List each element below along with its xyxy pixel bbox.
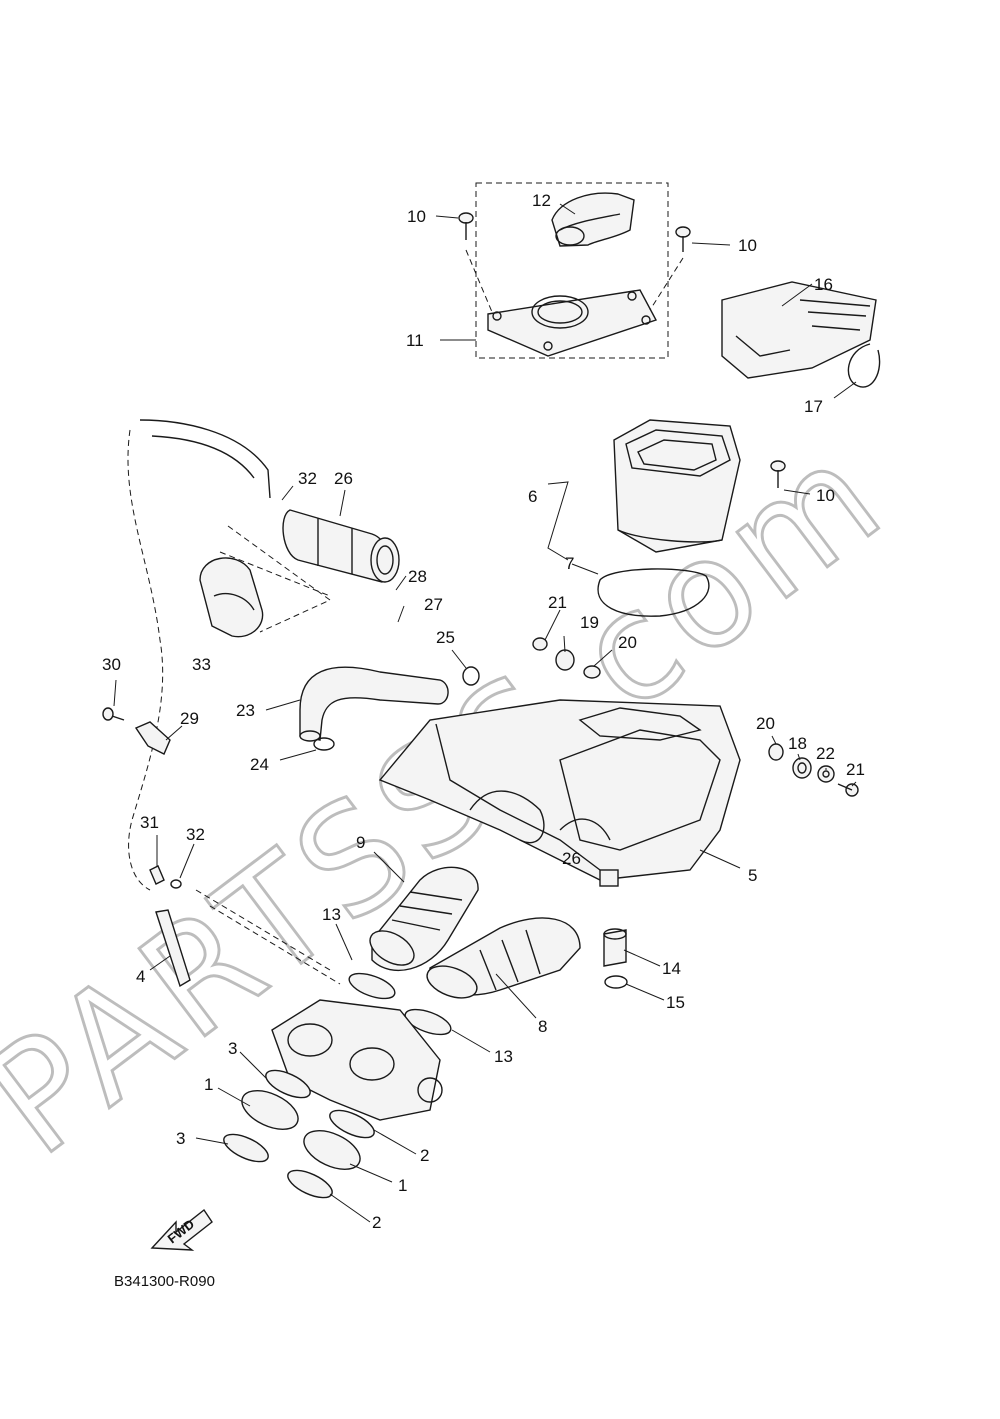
callout-2: 2 (420, 1146, 429, 1165)
callout-13: 13 (494, 1047, 513, 1066)
clip-part-29 (134, 721, 171, 755)
hose-clamp-icon (170, 879, 182, 889)
callout-8: 8 (538, 1017, 547, 1036)
callout-2: 2 (372, 1213, 381, 1232)
callout-32: 32 (186, 825, 205, 844)
screw-icon (770, 460, 786, 488)
screw-icon (458, 212, 474, 240)
callout-labels: 10 12 10 16 11 17 32 26 10 6 7 28 27 21 … (102, 191, 865, 1232)
callout-5: 5 (748, 866, 757, 885)
hose-clamp-icon (313, 666, 480, 751)
hose-clamp-icon (604, 975, 628, 989)
callout-9: 9 (356, 833, 365, 852)
callout-27: 27 (424, 595, 443, 614)
callout-32: 32 (298, 469, 317, 488)
callout-18: 18 (788, 734, 807, 753)
grommet-icon (768, 743, 859, 797)
airbox-body (378, 699, 741, 887)
callout-23: 23 (236, 701, 255, 720)
joint-1 (241, 1090, 361, 1170)
callout-10: 10 (816, 486, 835, 505)
hose-4 (155, 909, 191, 988)
grommet-icon (532, 637, 601, 679)
airbox-lid-group (458, 182, 691, 359)
callout-25: 25 (436, 628, 455, 647)
callout-11: 11 (406, 331, 424, 350)
callout-17: 17 (804, 397, 823, 416)
callout-20: 20 (618, 633, 637, 652)
callout-22: 22 (816, 744, 835, 763)
callout-26: 26 (334, 469, 353, 488)
callout-1: 1 (398, 1176, 407, 1195)
callout-16: 16 (814, 275, 833, 294)
callout-19: 19 (580, 613, 599, 632)
callout-6: 6 (528, 487, 537, 506)
callout-14: 14 (662, 959, 681, 978)
small-hose-31 (149, 865, 165, 885)
callout-28: 28 (408, 567, 427, 586)
cover-part-16 (721, 281, 877, 379)
clamp-2-3 (223, 1069, 375, 1199)
callout-26: 26 (562, 849, 581, 868)
callout-21: 21 (548, 593, 567, 612)
callout-7: 7 (565, 554, 574, 573)
callout-31: 31 (140, 813, 159, 832)
bolt-icon (102, 707, 125, 721)
clamp-13 (348, 972, 452, 1036)
callout-10: 10 (738, 236, 757, 255)
fwd-arrow-icon: FWD (150, 1208, 213, 1251)
callout-24: 24 (250, 755, 269, 774)
filter-element (613, 419, 741, 553)
bracket-33 (199, 557, 264, 638)
callout-1: 1 (204, 1075, 213, 1094)
callout-3: 3 (176, 1129, 185, 1148)
callout-12: 12 (532, 191, 551, 210)
callout-4: 4 (136, 967, 145, 986)
callout-13: 13 (322, 905, 341, 924)
callout-21: 21 (846, 760, 865, 779)
intake-boot-9 (369, 866, 479, 972)
clip-part-17 (847, 343, 881, 388)
intake-boot-8 (426, 917, 581, 999)
callout-20: 20 (756, 714, 775, 733)
callout-29: 29 (180, 709, 199, 728)
seal-ring (597, 568, 710, 617)
canister-26 (282, 509, 400, 583)
diagram-reference-code: B341300-R090 (114, 1273, 215, 1290)
drain-tube-14 (603, 928, 627, 967)
leader-lines (113, 203, 857, 1223)
hose-23 (299, 666, 449, 742)
callout-10: 10 (407, 207, 426, 226)
callout-3: 3 (228, 1039, 237, 1058)
screw-icon (675, 226, 691, 252)
callout-30: 30 (102, 655, 121, 674)
callout-15: 15 (666, 993, 685, 1012)
callout-33: 33 (192, 655, 211, 674)
